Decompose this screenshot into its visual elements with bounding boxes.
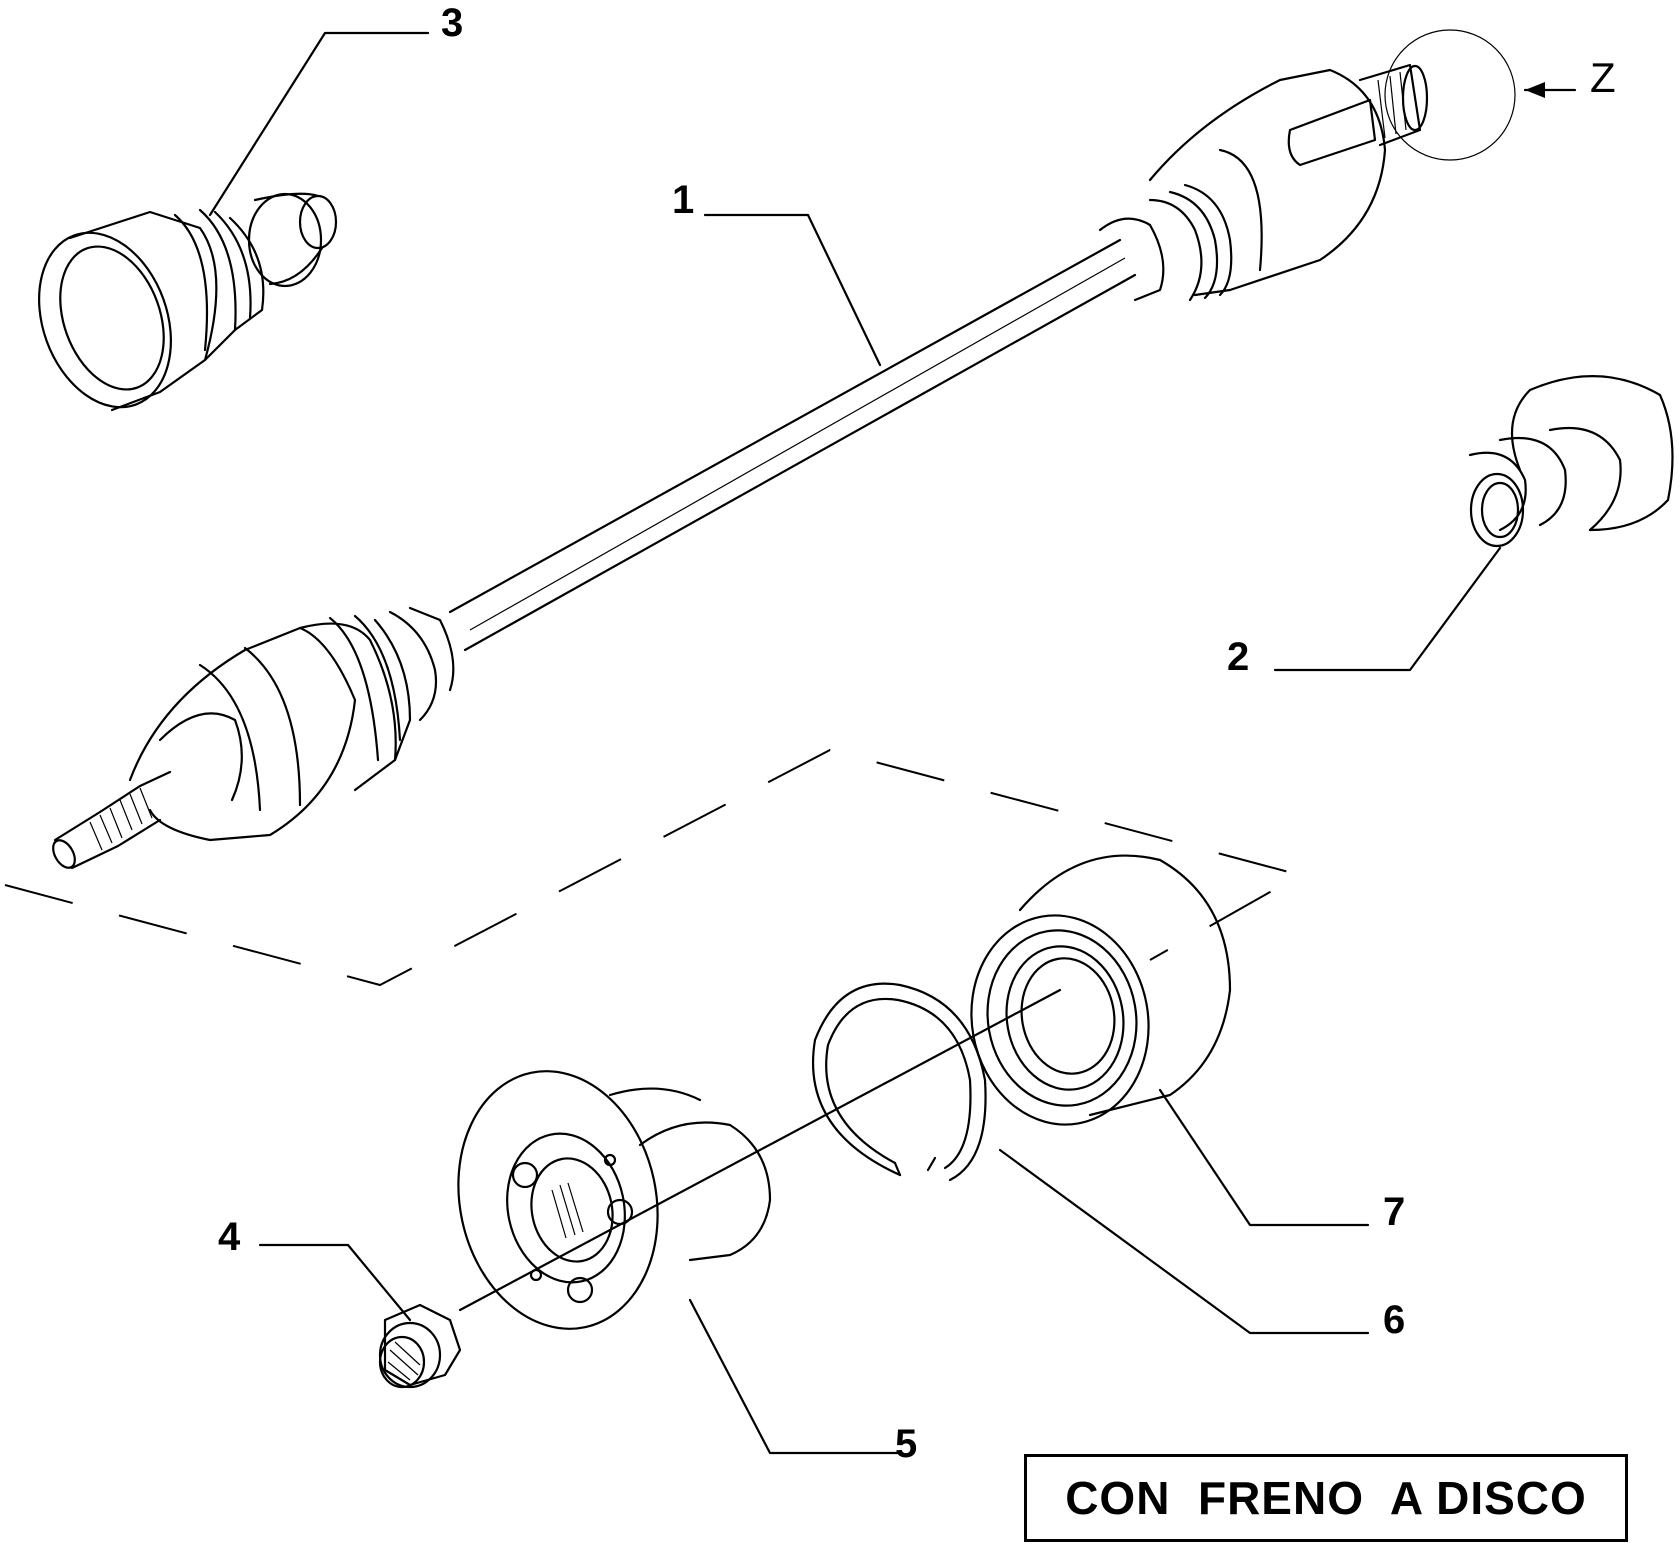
callout-5: 5 <box>895 1422 917 1466</box>
caption-box: CON FRENO A DISCO <box>1024 1454 1628 1542</box>
callout-4: 4 <box>218 1215 241 1259</box>
detail-z-label: Z <box>1590 54 1616 101</box>
snap-ring-part-6 <box>811 982 987 1182</box>
drive-shaft-part-1 <box>52 29 1577 870</box>
callout-6: 6 <box>1383 1298 1405 1342</box>
bearing-part-7 <box>970 854 1232 1126</box>
boot-part-2 <box>1468 375 1674 548</box>
callout-3: 3 <box>441 1 463 45</box>
boot-part-3 <box>38 192 338 412</box>
dashed-mounting-plane <box>4 748 1303 987</box>
callout-7: 7 <box>1383 1190 1405 1234</box>
callout-1: 1 <box>672 178 694 222</box>
leader-lines <box>208 31 1502 1455</box>
callout-2: 2 <box>1227 635 1249 679</box>
hub-part-5 <box>457 988 1062 1330</box>
caption-text: CON FRENO A DISCO <box>1065 1472 1587 1524</box>
nut-part-4 <box>378 1303 462 1389</box>
